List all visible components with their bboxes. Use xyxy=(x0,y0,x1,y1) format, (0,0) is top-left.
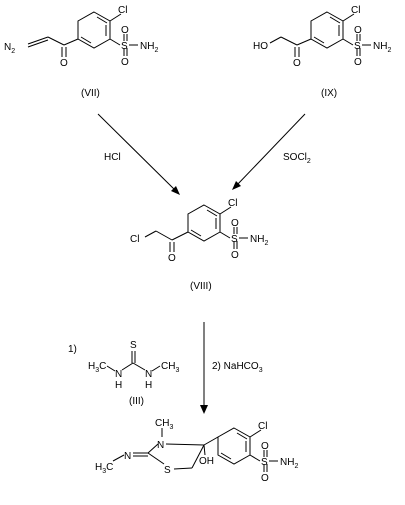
compound-ix-bonds xyxy=(269,11,371,57)
iii-n2-atom: N xyxy=(145,369,152,380)
compound-viii-bonds xyxy=(144,204,248,252)
ix-compound-label: (IX) xyxy=(321,88,337,99)
iii-methyl-right: CH3 xyxy=(161,361,179,374)
compound-iii-bonds xyxy=(106,351,161,372)
compound-vii: Cl S O O NH2 O N2 (VII) xyxy=(4,5,158,99)
viii-sulfonyl-o-top: O xyxy=(231,218,239,229)
compound-iii: S N H N H H3C CH3 (III) xyxy=(88,340,179,407)
reagent-step-2-nahco3: 2) NaHCO3 xyxy=(212,361,263,374)
ix-s-atom: S xyxy=(354,41,361,52)
compound-product: Cl S O O NH2 OH S N CH3 N H3C xyxy=(95,418,298,484)
product-ring-s-atom: S xyxy=(164,465,171,476)
product-s-sulfonyl-atom: S xyxy=(261,457,268,468)
product-sulfonyl-o-top: O xyxy=(261,441,269,452)
ix-cl-atom: Cl xyxy=(351,5,360,16)
product-bonds xyxy=(112,427,278,472)
ix-sulfonyl-o-top: O xyxy=(354,25,362,36)
product-exo-n-atom: N xyxy=(124,451,131,462)
reagent-step-1-label: 1) xyxy=(68,344,77,355)
viii-sulfonyl-o-bottom: O xyxy=(231,250,239,261)
viii-s-atom: S xyxy=(231,234,238,245)
product-nh2-group: NH2 xyxy=(280,457,298,470)
product-aryl-cl-atom: Cl xyxy=(258,421,267,432)
product-exo-methyl-group: H3C xyxy=(95,462,113,475)
product-hydroxyl-group: OH xyxy=(199,456,214,467)
ix-nh2-group: NH2 xyxy=(373,41,391,54)
arrow-ix-to-viii xyxy=(232,113,306,190)
reagent-socl2: SOCl2 xyxy=(283,152,311,165)
vii-sulfonyl-o-bottom: O xyxy=(121,57,129,68)
viii-ketone-o: O xyxy=(168,253,176,264)
product-n-methyl-group: CH3 xyxy=(155,418,173,431)
iii-n2-hydrogen: H xyxy=(145,380,152,391)
vii-diazo-group: N2 xyxy=(4,42,15,55)
compound-vii-bonds xyxy=(27,11,138,57)
iii-n1-atom: N xyxy=(115,369,122,380)
iii-methyl-left: H3C xyxy=(88,361,106,374)
ix-ketone-o: O xyxy=(293,58,301,69)
vii-ketone-o: O xyxy=(60,58,68,69)
vii-nh2-group: NH2 xyxy=(140,41,158,54)
vii-s-atom: S xyxy=(121,41,128,52)
compound-ix: Cl S O O NH2 O HO (IX) xyxy=(253,5,391,99)
ix-sulfonyl-o-bottom: O xyxy=(354,57,362,68)
iii-s-atom: S xyxy=(130,340,137,351)
vii-compound-label: (VII) xyxy=(81,88,100,99)
iii-compound-label: (III) xyxy=(129,396,144,407)
ix-hydroxyl-group: HO xyxy=(253,41,268,52)
viii-chloromethyl-cl: Cl xyxy=(130,234,139,245)
product-sulfonyl-o-bottom: O xyxy=(261,473,269,484)
vii-cl-atom: Cl xyxy=(118,5,127,16)
compound-viii: Cl S O O NH2 O Cl (VIII) xyxy=(130,198,268,292)
viii-nh2-group: NH2 xyxy=(250,234,268,247)
reagent-hcl: HCl xyxy=(104,152,121,163)
arrow-vii-to-viii xyxy=(97,113,180,195)
viii-aryl-cl-atom: Cl xyxy=(228,198,237,209)
arrow-viii-to-product xyxy=(200,322,208,414)
product-ring-n-atom: N xyxy=(157,440,164,451)
vii-sulfonyl-o-top: O xyxy=(121,25,129,36)
iii-n1-hydrogen: H xyxy=(115,380,122,391)
viii-compound-label: (VIII) xyxy=(190,281,212,292)
